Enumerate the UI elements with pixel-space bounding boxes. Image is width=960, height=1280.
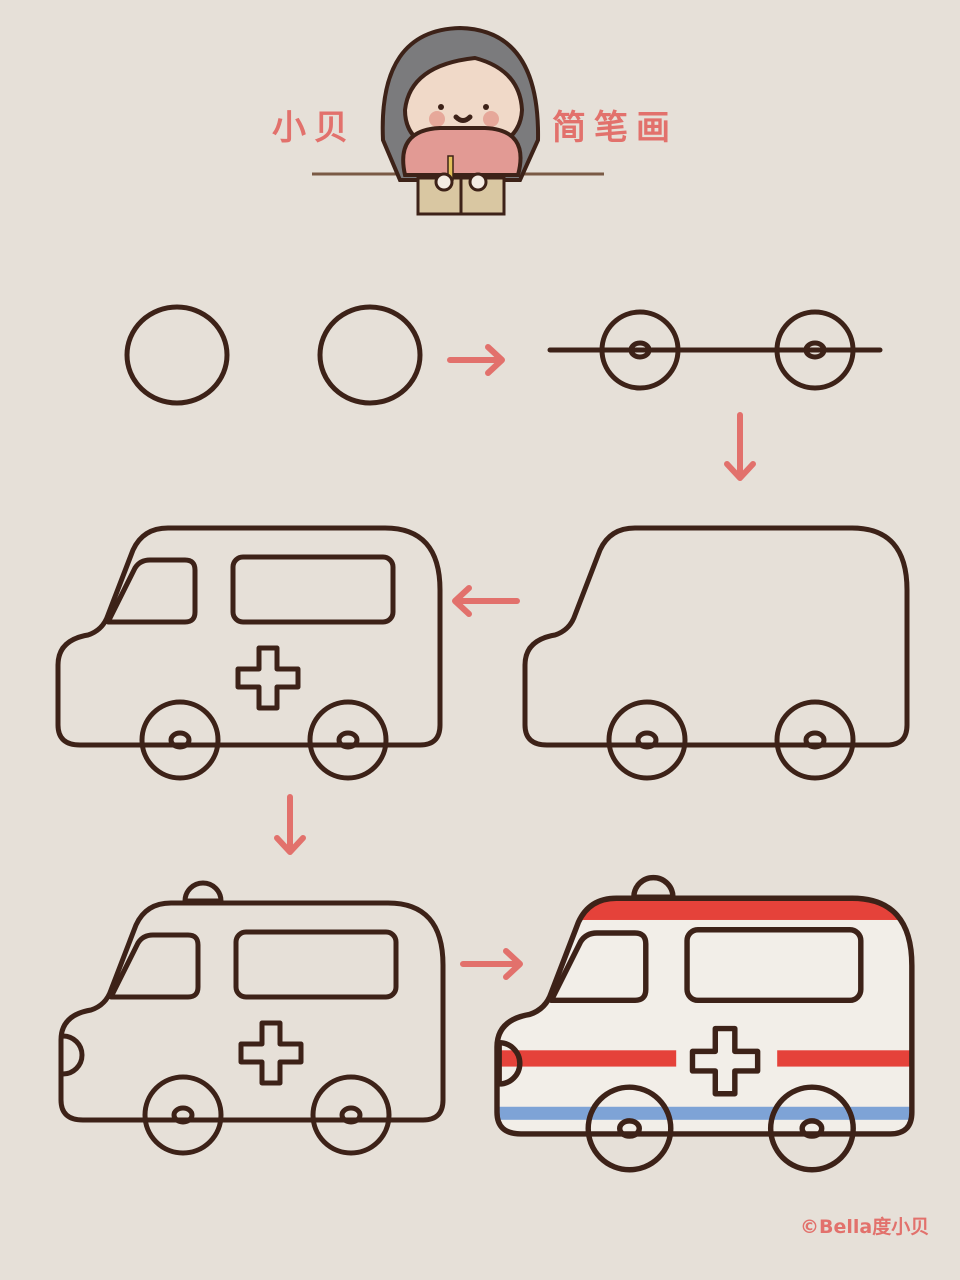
step-6-colored-ambulance — [488, 874, 922, 1173]
roof-stripe — [496, 898, 912, 920]
side-stripe-right — [777, 1050, 912, 1067]
watermark: ©Bella度小贝 — [800, 1216, 930, 1238]
arrow-right-icon — [447, 344, 505, 376]
header-title-right: 简笔画 — [552, 108, 678, 148]
step-4-windows-cross — [58, 528, 440, 781]
arrow-right-icon — [460, 948, 523, 980]
window-glare — [755, 956, 781, 983]
step-1-two-circles — [124, 304, 423, 406]
step-5-siren-headlight — [60, 880, 443, 1156]
header-title-left: 小贝 — [272, 108, 356, 148]
side-window — [684, 927, 864, 1004]
arrow-down-icon — [724, 412, 756, 481]
headlight — [496, 1039, 523, 1087]
girl-mascot-illustration — [312, 25, 604, 216]
step-3-van-body — [525, 528, 907, 781]
headlight-outline — [60, 1033, 85, 1077]
bottom-stripe — [496, 1106, 912, 1120]
step-2-wheels-axle — [547, 309, 883, 391]
arrow-down-icon — [274, 794, 306, 855]
arrow-left-icon — [452, 585, 520, 617]
side-stripe-left — [496, 1050, 677, 1067]
sweater — [401, 126, 523, 177]
siren-light — [631, 874, 676, 900]
siren-outline — [182, 880, 224, 904]
